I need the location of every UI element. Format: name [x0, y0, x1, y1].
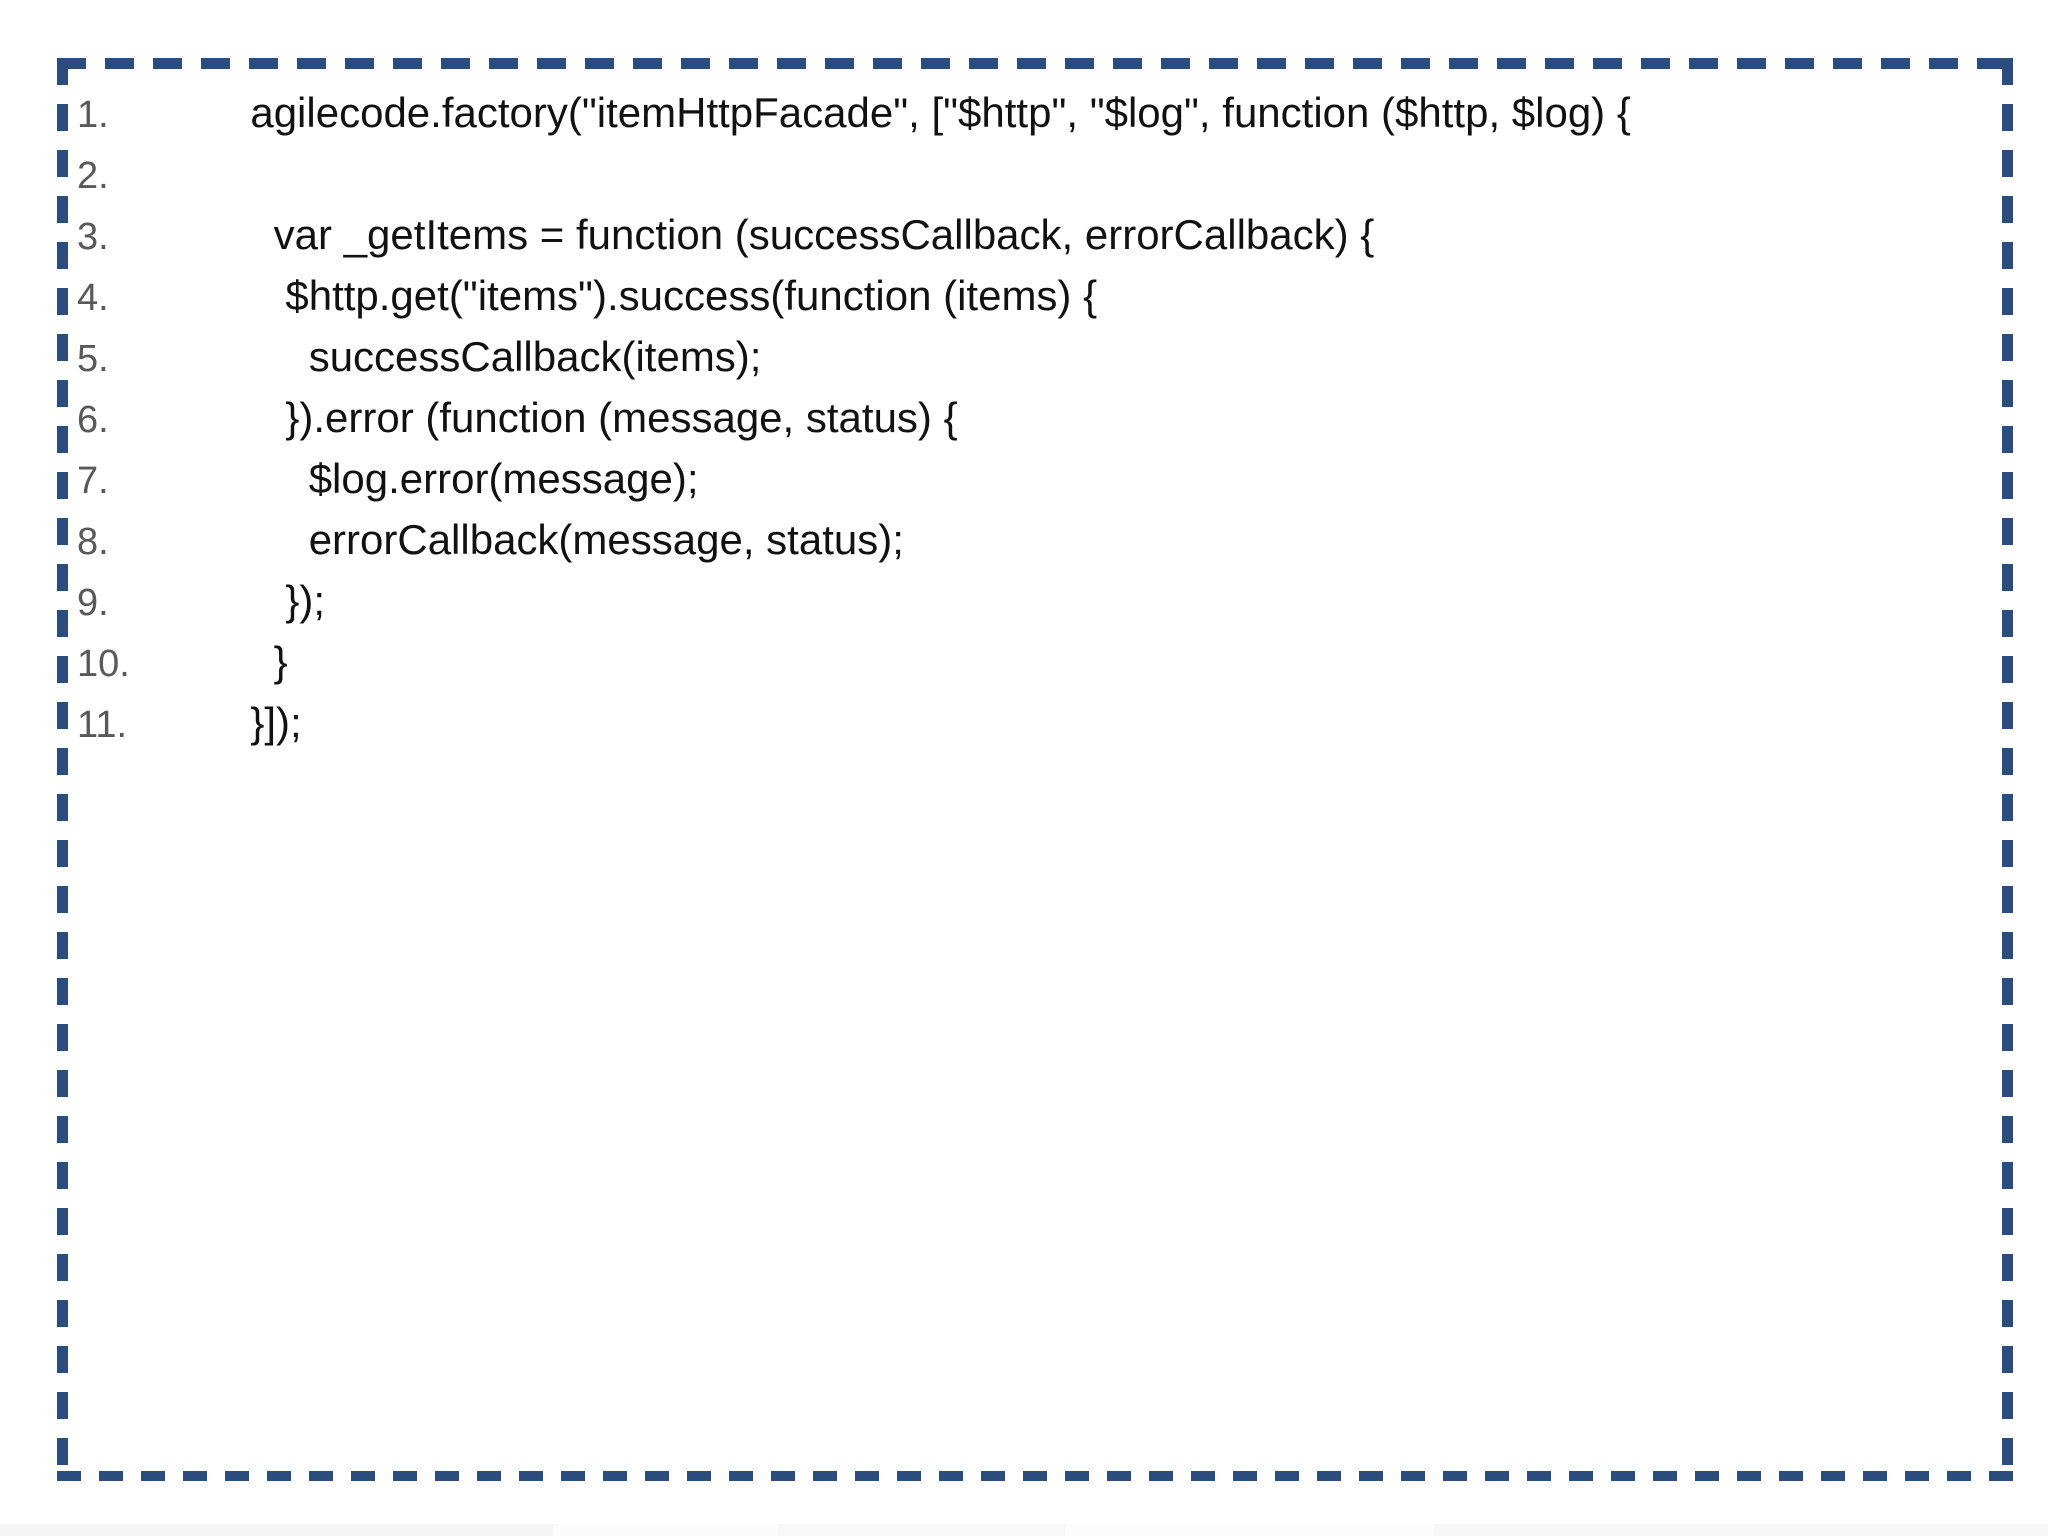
code-line: 4. $http.get("items").success(function (…: [77, 265, 1993, 326]
line-number: 3.: [77, 216, 109, 258]
code-line: 8. errorCallback(message, status);: [77, 509, 1993, 570]
code-listing: 1. agilecode.factory("itemHttpFacade", […: [77, 82, 1993, 753]
code-line: 2.: [77, 143, 1993, 204]
code-text: successCallback(items);: [192, 333, 762, 380]
code-text: errorCallback(message, status);: [192, 516, 904, 563]
code-text: }: [192, 638, 288, 685]
code-text: }).error (function (message, status) {: [192, 394, 958, 441]
line-number: 5.: [77, 338, 109, 380]
line-number: 7.: [77, 460, 109, 502]
line-number: 1.: [77, 94, 109, 136]
line-number: 11.: [77, 704, 128, 746]
line-number: 2.: [77, 155, 109, 197]
code-text: agilecode.factory("itemHttpFacade", ["$h…: [192, 89, 1631, 136]
code-line: 1. agilecode.factory("itemHttpFacade", […: [77, 82, 1993, 143]
line-number: 9.: [77, 582, 109, 624]
code-text: $http.get("items").success(function (ite…: [192, 272, 1098, 319]
code-line: 10. }: [77, 631, 1993, 692]
line-number: 4.: [77, 277, 109, 319]
code-text: var _getItems = function (successCallbac…: [192, 211, 1375, 258]
line-number: 8.: [77, 521, 109, 563]
dashed-border-bottom: [57, 1471, 2013, 1481]
line-number: 10.: [77, 643, 130, 685]
code-line: 11. }]);: [77, 692, 1993, 753]
code-line: 3. var _getItems = function (successCall…: [77, 204, 1993, 265]
dashed-border-left: [57, 58, 68, 1481]
code-text: }]);: [192, 699, 302, 746]
code-line: 6. }).error (function (message, status) …: [77, 387, 1993, 448]
line-number: 6.: [77, 399, 109, 441]
code-line: 9. });: [77, 570, 1993, 631]
dashed-border-top: [57, 58, 2013, 69]
bottom-progress-strip: [0, 1524, 2048, 1536]
code-line: 5. successCallback(items);: [77, 326, 1993, 387]
code-text: });: [192, 577, 326, 624]
code-box: 1. agilecode.factory("itemHttpFacade", […: [57, 58, 2013, 1481]
dashed-border-right: [2002, 58, 2013, 1481]
code-line: 7. $log.error(message);: [77, 448, 1993, 509]
code-text: $log.error(message);: [192, 455, 699, 502]
